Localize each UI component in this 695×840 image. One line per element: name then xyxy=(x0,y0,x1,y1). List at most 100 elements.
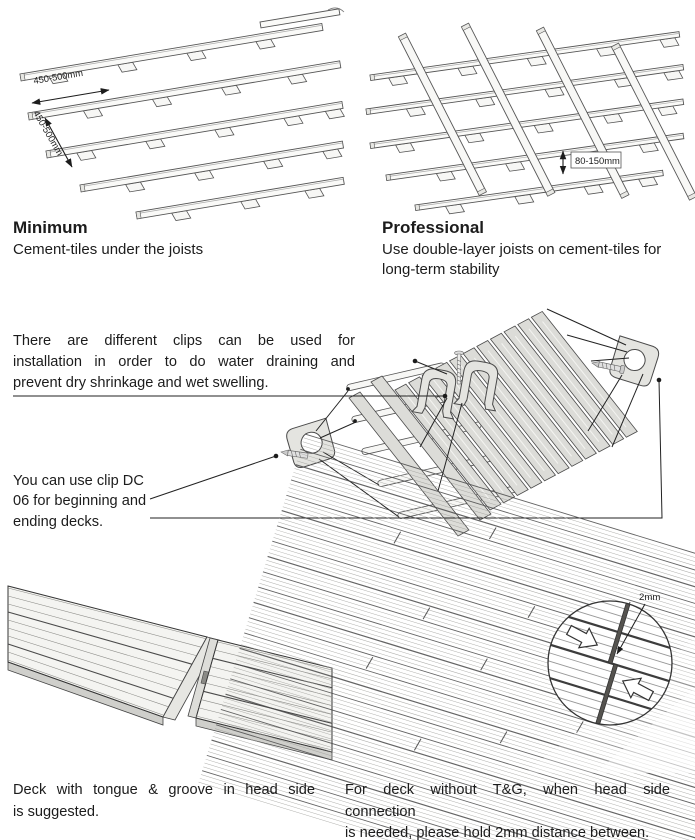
joist-bar-partial xyxy=(259,8,341,29)
grain-line xyxy=(221,705,695,840)
joist-end xyxy=(27,111,34,121)
grain-line xyxy=(204,762,695,840)
deck-board-groove xyxy=(460,364,545,472)
plank-gap-line xyxy=(239,647,695,801)
butt-joint xyxy=(576,721,584,734)
deck-board-groove xyxy=(419,386,504,493)
grain-line xyxy=(247,621,695,774)
grain-line xyxy=(297,456,695,610)
gap-line xyxy=(594,601,632,725)
professional-joists-illustration: 80-150mm xyxy=(365,22,695,215)
clips-paragraph-line: installation in order to do water draini… xyxy=(13,354,355,370)
grain-line xyxy=(7,619,188,674)
grain-line xyxy=(226,690,695,840)
grain-line xyxy=(293,472,695,625)
grain-line xyxy=(238,651,695,805)
t-clip xyxy=(411,368,457,420)
grain-line xyxy=(296,460,695,614)
grain-line xyxy=(227,686,695,839)
grain-line xyxy=(240,644,695,797)
butt-joint xyxy=(499,731,508,744)
minimum-title: Minimum xyxy=(13,218,88,237)
grain-line xyxy=(254,598,695,751)
plank-gap-line xyxy=(276,525,695,679)
plank-gap-line xyxy=(290,479,695,633)
grain-line xyxy=(271,544,695,698)
deck-boards xyxy=(394,310,638,511)
grain-line xyxy=(303,437,695,591)
joist-bar xyxy=(45,100,345,161)
grain-line xyxy=(200,774,695,840)
joist-end xyxy=(536,26,546,35)
grain-line xyxy=(292,475,695,629)
joist-bar xyxy=(135,176,345,221)
grain-line xyxy=(294,468,695,621)
professional-subtitle-line: long-term stability xyxy=(382,261,500,278)
block-arrow-upper xyxy=(565,624,599,649)
plank-gap-line xyxy=(206,754,695,840)
grain-line xyxy=(285,498,695,652)
deck-board-groove xyxy=(501,343,586,450)
grain-line xyxy=(260,579,695,732)
plank-gap-line xyxy=(300,448,695,602)
butt-joint xyxy=(527,605,536,619)
joist-end xyxy=(611,42,621,51)
clip-dc06-note-line: 06 for beginning and xyxy=(13,493,147,510)
caption-line: Deck with tongue & groove in head side xyxy=(13,782,315,798)
grain-line xyxy=(261,575,695,728)
joist-edge xyxy=(80,142,343,188)
gap-detail-illustration: 2mm xyxy=(198,433,695,840)
grain-line xyxy=(232,670,695,824)
grain-line xyxy=(7,643,173,699)
clip-dc06-note-line: ending decks. xyxy=(13,513,104,530)
grain-line xyxy=(208,674,333,706)
grain-line xyxy=(224,697,695,840)
joist-end xyxy=(369,142,376,149)
grain-line xyxy=(228,682,695,835)
grain-line xyxy=(245,628,695,782)
plank-gap-line xyxy=(253,601,695,755)
grain-line xyxy=(207,751,695,840)
grain-line xyxy=(209,747,695,840)
joist-end xyxy=(45,149,52,159)
joist-edge xyxy=(28,62,341,116)
joist-end xyxy=(365,108,372,115)
plank-gap-line xyxy=(225,693,695,840)
clips-paragraph-line: prevent dry shrinkage and wet swelling. xyxy=(13,375,269,391)
joist-edge xyxy=(20,24,323,77)
deck-board-groove xyxy=(528,328,613,435)
butt-joint xyxy=(422,607,431,620)
professional-title: Professional xyxy=(382,218,485,237)
deck-board-groove xyxy=(487,350,573,457)
grain-line xyxy=(217,720,695,840)
bottom-joist-layer xyxy=(365,31,685,215)
grain-line xyxy=(231,674,695,828)
grain-line xyxy=(274,533,695,686)
joist-end xyxy=(477,187,487,196)
clips-paragraph-line: There are different clips can be used fo… xyxy=(13,333,355,349)
grain-line xyxy=(279,517,695,671)
grain-line xyxy=(215,649,333,680)
grain-line xyxy=(257,590,695,744)
plank-gap-line xyxy=(267,555,695,710)
grain-line xyxy=(7,611,193,665)
sketch-stroke xyxy=(327,7,345,13)
butt-joint xyxy=(488,527,497,540)
grain-line xyxy=(299,452,695,606)
plank-gap-line xyxy=(281,509,695,664)
grain-line xyxy=(199,778,695,840)
t-clip xyxy=(453,360,499,412)
dc-clip-right xyxy=(609,335,660,387)
grain-line xyxy=(218,716,695,840)
center-screw xyxy=(454,350,464,385)
grain-line xyxy=(195,715,333,751)
block-arrow-lower xyxy=(621,677,655,702)
clip-dc06-note-line: You can use clip DC xyxy=(13,473,144,489)
minimum-joists-illustration: 450-500mm 450-500mm xyxy=(19,7,345,221)
grain-line xyxy=(210,743,695,840)
joist-end xyxy=(19,72,26,82)
butt-joint xyxy=(393,531,402,544)
grain-line xyxy=(235,659,695,813)
grain-line xyxy=(7,627,183,682)
grain-line xyxy=(205,682,333,715)
